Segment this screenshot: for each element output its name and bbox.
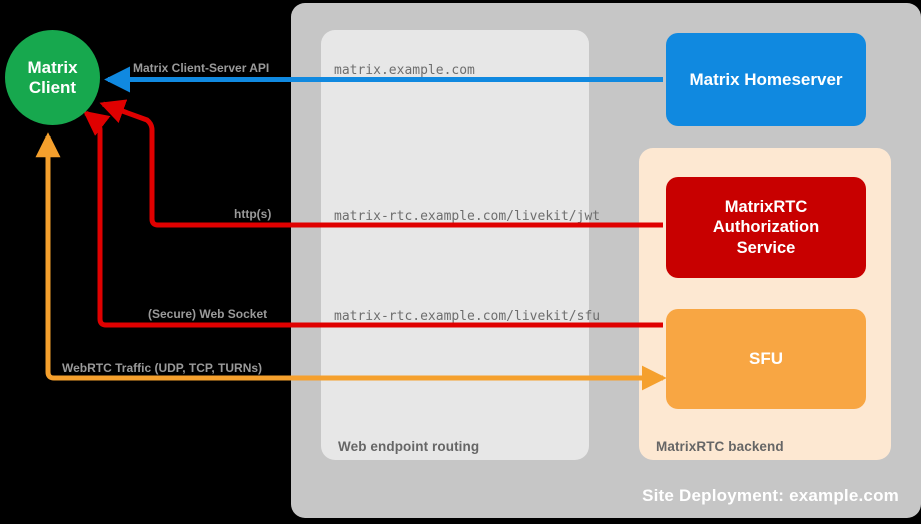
flow-label-client-server-api: Matrix Client-Server API <box>133 61 270 75</box>
matrix-client-label-line1: Matrix <box>27 57 78 77</box>
node-matrix-homeserver[interactable]: Matrix Homeserver <box>666 33 866 126</box>
node-matrix-client[interactable]: Matrix Client <box>5 30 100 125</box>
flow-label-websocket: (Secure) Web Socket <box>148 307 268 321</box>
endpoint-livekit-jwt: matrix-rtc.example.com/livekit/jwt <box>334 209 601 224</box>
flow-label-webrtc: WebRTC Traffic (UDP, TCP, TURNs) <box>62 361 263 375</box>
site-deployment-label: Site Deployment: example.com <box>642 486 899 505</box>
endpoint-matrix-example-com: matrix.example.com <box>334 63 475 78</box>
node-sfu[interactable]: SFU <box>666 309 866 409</box>
matrix-client-label-line2: Client <box>28 77 77 97</box>
web-endpoint-routing-label: Web endpoint routing <box>338 439 480 454</box>
auth-service-label-line2: Authorization <box>712 218 820 237</box>
endpoint-livekit-sfu: matrix-rtc.example.com/livekit/sfu <box>334 309 601 324</box>
auth-service-label-line3: Service <box>736 238 796 257</box>
flow-label-http: http(s) <box>234 207 272 221</box>
sfu-label: SFU <box>749 349 783 368</box>
web-endpoint-routing-container <box>321 30 589 460</box>
matrix-homeserver-label: Matrix Homeserver <box>689 69 843 89</box>
matrixrtc-backend-label: MatrixRTC backend <box>656 439 784 454</box>
node-matrixrtc-authorization-service[interactable]: MatrixRTC Authorization Service <box>666 177 866 278</box>
auth-service-label-line1: MatrixRTC <box>724 198 808 217</box>
